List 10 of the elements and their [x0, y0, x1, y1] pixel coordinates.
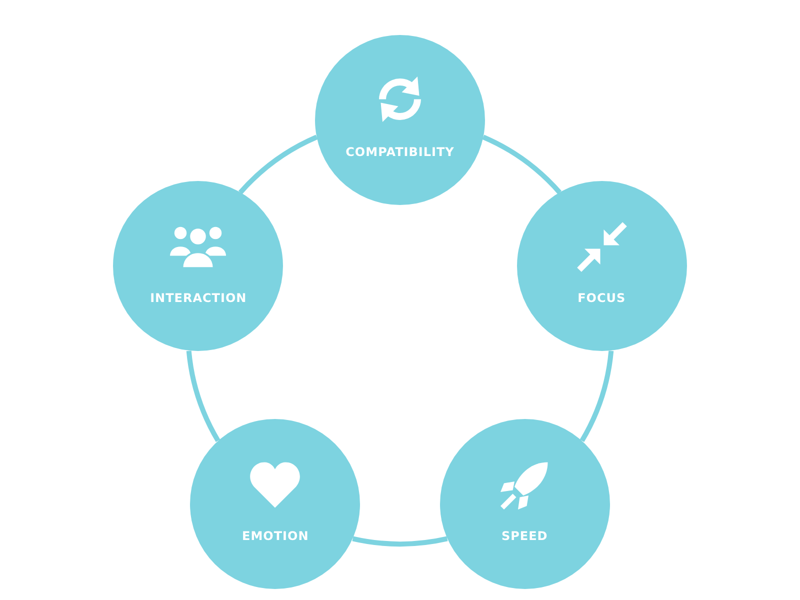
- node-label: EMOTION: [241, 528, 310, 542]
- connector-arc: [580, 350, 614, 442]
- node-label: FOCUS: [576, 291, 627, 306]
- node-label: INTERACTION: [149, 291, 248, 306]
- connector-arc: [186, 350, 220, 442]
- connector-arc: [238, 134, 318, 194]
- connector-arc: [482, 134, 562, 194]
- node-label: SPEED: [500, 528, 549, 542]
- connector-arc: [352, 536, 448, 546]
- node-label: COMPATIBILITY: [344, 145, 456, 159]
